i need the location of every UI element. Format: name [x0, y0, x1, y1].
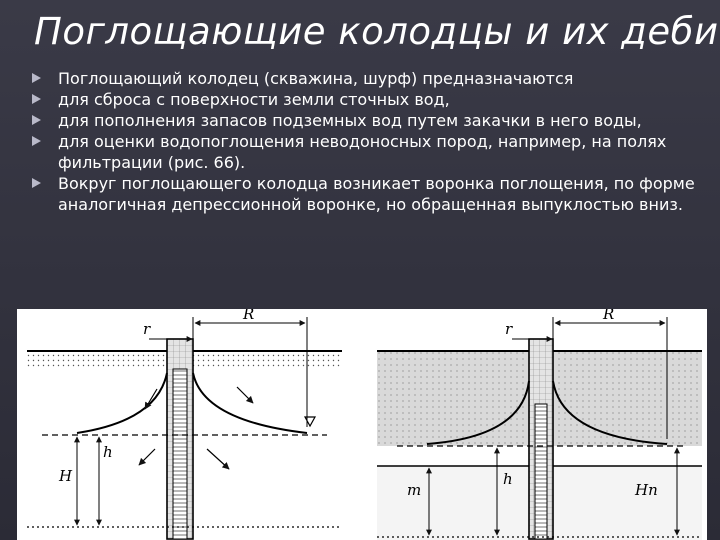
label-right-Hn: Hп: [634, 481, 658, 499]
slide-title: Поглощающие колодцы и их дебит: [34, 10, 720, 53]
label-left-h: h: [103, 443, 113, 461]
label-right-r: r: [505, 320, 513, 338]
bullet-item: Вокруг поглощающего колодца возникает во…: [32, 173, 702, 215]
bullet-item: Поглощающий колодец (скважина, шурф) пре…: [32, 68, 702, 89]
bullet-arrow-icon: [32, 136, 41, 146]
bullet-arrow-icon: [32, 115, 41, 125]
bullet-arrow-icon: [32, 94, 41, 104]
bullet-item: для пополнения запасов подземных вод пут…: [32, 110, 702, 131]
bullet-item: для оценки водопоглощения неводоносных п…: [32, 131, 702, 173]
bullet-text: для оценки водопоглощения неводоносных п…: [58, 132, 667, 172]
well-diagram-figure: r R h H: [17, 309, 707, 540]
label-left-R: R: [242, 309, 254, 323]
bullet-text: для пополнения запасов подземных вод пут…: [58, 111, 642, 130]
bullet-list: Поглощающий колодец (скважина, шурф) пре…: [32, 68, 702, 215]
bullet-text: Поглощающий колодец (скважина, шурф) пре…: [58, 69, 574, 88]
bullet-text: для сброса с поверхности земли сточных в…: [58, 90, 450, 109]
left-diagram: r R h H: [27, 309, 342, 540]
label-right-h: h: [503, 470, 513, 488]
label-left-H: H: [58, 467, 73, 485]
bullet-item: для сброса с поверхности земли сточных в…: [32, 89, 702, 110]
label-right-m: m: [407, 481, 421, 499]
right-diagram: r R h m Hп: [377, 309, 702, 540]
bullet-arrow-icon: [32, 73, 41, 83]
bullet-text: Вокруг поглощающего колодца возникает во…: [58, 174, 695, 214]
label-right-R: R: [602, 309, 614, 323]
label-left-r: r: [143, 320, 151, 338]
bullet-arrow-icon: [32, 178, 41, 188]
